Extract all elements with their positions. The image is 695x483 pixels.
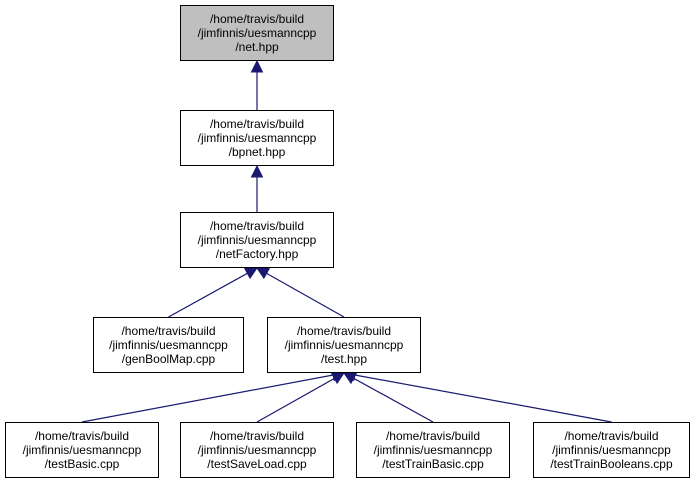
node-testtrainbooleans-cpp[interactable]: /home/travis/build /jimfinnis/uesmanncpp… <box>533 422 690 478</box>
node-line: /testBasic.cpp <box>44 457 120 471</box>
edge-test-to-netfactory <box>266 272 345 318</box>
node-line: /jimfinnis/uesmanncpp <box>197 443 317 457</box>
node-line: /testSaveLoad.cpp <box>207 457 307 471</box>
edge-testbasic-to-test <box>81 374 334 423</box>
node-line: /home/travis/build <box>209 117 305 131</box>
node-testbasic-cpp[interactable]: /home/travis/build /jimfinnis/uesmanncpp… <box>5 422 159 478</box>
node-line: /jimfinnis/uesmanncpp <box>22 443 142 457</box>
node-line: /home/travis/build <box>34 429 130 443</box>
node-testtrainbasic-cpp[interactable]: /home/travis/build /jimfinnis/uesmanncpp… <box>356 422 510 478</box>
node-bpnet-hpp[interactable]: /home/travis/build /jimfinnis/uesmanncpp… <box>180 110 334 166</box>
node-line: /jimfinnis/uesmanncpp <box>197 131 317 145</box>
arrowhead-netfactory <box>243 267 258 280</box>
node-line: /genBoolMap.cpp <box>121 352 216 366</box>
node-line: /bpnet.hpp <box>228 145 286 159</box>
node-line: /home/travis/build <box>385 429 481 443</box>
node-netfactory-hpp[interactable]: /home/travis/build /jimfinnis/uesmanncpp… <box>180 212 334 268</box>
node-line: /netFactory.hpp <box>215 247 299 261</box>
arrowhead-bpnet <box>250 164 264 178</box>
edge-testtrainbooleans-to-test <box>354 374 612 423</box>
arrowhead-netfactory <box>256 267 271 280</box>
node-line: /jimfinnis/uesmanncpp <box>197 233 317 247</box>
edge-testsaveload-to-test <box>256 377 335 423</box>
node-line: /home/travis/build <box>564 429 659 443</box>
node-line: /home/travis/build <box>296 324 392 338</box>
node-line: /home/travis/build <box>209 12 305 26</box>
node-line: /home/travis/build <box>121 324 216 338</box>
node-test-hpp[interactable]: /home/travis/build /jimfinnis/uesmanncpp… <box>267 317 421 373</box>
node-line: /jimfinnis/uesmanncpp <box>197 26 317 40</box>
node-line: /home/travis/build <box>209 429 305 443</box>
node-net-hpp: /home/travis/build /jimfinnis/uesmanncpp… <box>180 5 334 61</box>
node-genboolmap-cpp[interactable]: /home/travis/build /jimfinnis/uesmanncpp… <box>93 317 244 373</box>
node-line: /jimfinnis/uesmanncpp <box>284 338 404 352</box>
node-line: /testTrainBooleans.cpp <box>550 457 673 471</box>
node-line: /home/travis/build <box>209 219 305 233</box>
node-line: /jimfinnis/uesmanncpp <box>373 443 493 457</box>
edge-genboolmap-to-netfactory <box>168 272 248 318</box>
arrowhead-test <box>330 372 345 385</box>
node-line: /test.hpp <box>320 352 368 366</box>
node-line: /net.hpp <box>235 40 279 54</box>
arrowhead-net <box>250 59 264 73</box>
node-testsaveload-cpp[interactable]: /home/travis/build /jimfinnis/uesmanncpp… <box>180 422 334 478</box>
node-line: /jimfinnis/uesmanncpp <box>109 338 228 352</box>
edge-testtrainbasic-to-test <box>353 377 434 423</box>
node-line: /jimfinnis/uesmanncpp <box>552 443 671 457</box>
node-line: /testTrainBasic.cpp <box>382 457 484 471</box>
